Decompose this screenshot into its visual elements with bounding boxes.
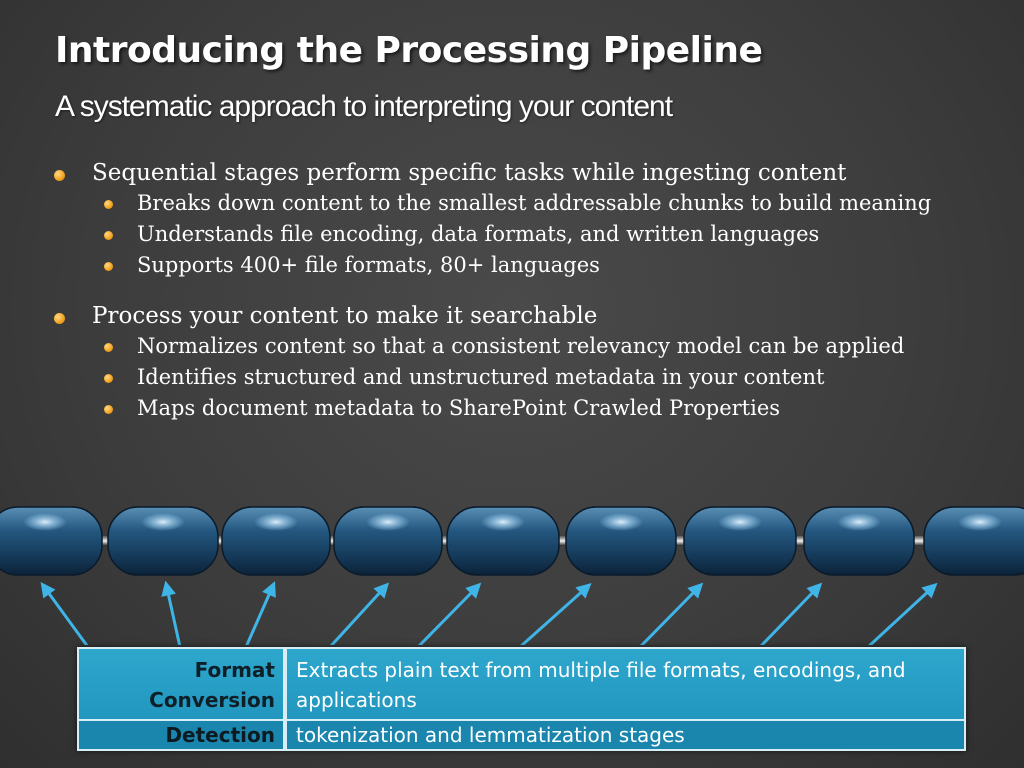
pipeline-arrow-icon [161,580,182,645]
sub-bullet-text: Maps document metadata to SharePoint Cra… [137,396,781,420]
table-row: Format Conversion Extracts plain text fr… [79,649,964,721]
stages-table: Format Conversion Extracts plain text fr… [77,647,966,751]
table-row: Detection tokenization and lemmatization… [79,721,964,749]
stage-description: tokenization and lemmatization stages [296,723,685,747]
bullet-dot-icon [54,313,65,324]
bullet-dot-icon [104,343,113,352]
bullet-dot-icon [104,374,113,383]
bullet-level2: Supports 400+ file formats, 80+ language… [50,250,1010,281]
bullet-text: Process your content to make it searchab… [92,303,598,329]
pipeline-arrow-icon [40,581,89,645]
pipeline-stage-capsule [446,506,560,576]
bullet-text: Sequential stages perform specific tasks… [92,160,847,186]
slide-subtitle: A systematic approach to interpreting yo… [55,90,673,123]
pipeline-graphic [0,506,1024,645]
pipeline-stage-capsule [0,506,103,576]
pipeline-stage-capsule [221,506,331,576]
bullet-dot-icon [104,405,113,414]
pipeline-arrow-icon [245,581,276,645]
bullet-dot-icon [104,231,113,240]
sub-bullet-text: Breaks down content to the smallest addr… [137,191,932,215]
stage-name: Format Conversion [149,658,275,712]
pipeline-arrow-icon [519,583,592,645]
pipeline-stage-capsule [683,506,797,576]
slide-title: Introducing the Processing Pipeline [55,30,763,71]
sub-bullet-text: Normalizes content so that a consistent … [137,334,905,358]
pipeline-stage-capsule [923,506,1024,576]
pipeline-arrow-icon [759,582,823,645]
bullet-dot-icon [54,170,65,181]
pipeline-stage-capsule [107,506,219,576]
pipeline-arrow-icon [867,582,938,645]
bullet-level1: Sequential stages perform specific tasks… [50,158,1010,188]
sub-bullet-text: Understands file encoding, data formats,… [137,222,820,246]
bullet-level2: Normalizes content so that a consistent … [50,331,1010,362]
column-divider [283,649,287,719]
pipeline-arrow-icon [417,582,482,645]
sub-bullet-text: Identifies structured and unstructured m… [137,365,825,389]
bullet-level2: Maps document metadata to SharePoint Cra… [50,393,1010,424]
pipeline-arrow-icon [329,582,390,645]
bullet-level2: Breaks down content to the smallest addr… [50,188,1010,219]
pipeline-stage-capsule [333,506,443,576]
pipeline-arrow-icon [639,582,704,645]
bullet-level2: Understands file encoding, data formats,… [50,219,1010,250]
bullet-level2: Identifies structured and unstructured m… [50,362,1010,393]
pipeline-stage-capsule [803,506,915,576]
stage-description: Extracts plain text from multiple file f… [296,658,906,712]
pipeline-stage-capsule [565,506,677,576]
column-divider [283,721,287,749]
stage-name: Detection [165,723,275,747]
bullet-list: Sequential stages perform specific tasks… [50,158,1010,424]
bullet-dot-icon [104,200,113,209]
sub-bullet-text: Supports 400+ file formats, 80+ language… [137,253,600,277]
bullet-level1: Process your content to make it searchab… [50,301,1010,331]
bullet-dot-icon [104,262,113,271]
